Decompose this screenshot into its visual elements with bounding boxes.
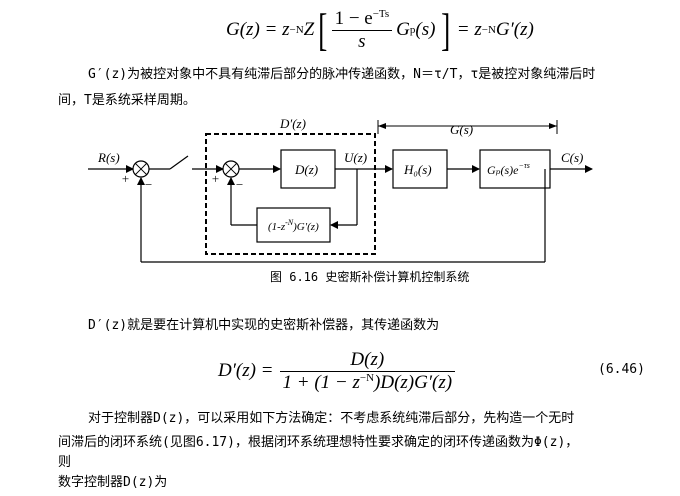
eq-top-lhs: G(z) <box>226 19 260 40</box>
label-plus-1: + <box>121 171 130 186</box>
paragraph-2: D′(z)就是要在计算机中实现的史密斯补偿器，其传递函数为 <box>88 318 440 333</box>
block-gp <box>479 149 551 189</box>
eq-top-rhs-end: = z <box>456 19 482 40</box>
eq-main-num: D(z) <box>350 348 385 370</box>
label-dz-outer: D′(z) <box>279 116 306 131</box>
paragraph-3-line-1: 对于控制器D(z)，可以采用如下方法确定：不考虑系统纯滞后部分，先构造一个无时 <box>88 411 575 426</box>
eq-top-fraction: 1 − e−Ts s <box>331 7 393 53</box>
block-diagram: D′(z) G(s) R(s) + − + − D(z) U(z) H₀(s) … <box>88 116 593 263</box>
label-uz: U(z) <box>344 150 367 165</box>
paragraph-1-line-2: 间，T是系统采样周期。 <box>58 93 196 108</box>
eq-top-gp-sub: p <box>409 24 416 36</box>
eq-top-gp: G <box>396 19 410 40</box>
eq-top-rhs-start: = z <box>264 19 290 40</box>
label-minus-2: − <box>235 177 244 192</box>
paragraph-3-line-4: 数字控制器D(z)为 <box>58 475 168 490</box>
label-minus-1: − <box>144 177 153 192</box>
block-h0-label: H₀(s) <box>403 162 432 177</box>
block-h0 <box>392 149 448 189</box>
block-feedback <box>256 207 331 243</box>
paragraph-3-line-3: 则 <box>58 455 72 470</box>
eq-main-den-b: )D(z)G′(z) <box>374 371 453 393</box>
eq-top-frac-num: 1 − e <box>334 7 373 29</box>
eq-main-fraction: D(z) 1 + (1 − z−N)D(z)G′(z) <box>279 348 456 394</box>
summing-junction-2 <box>222 160 240 178</box>
eq-main-den-a: 1 + (1 − z <box>282 371 360 393</box>
eq-top-frac-num-exp: −Ts <box>372 7 390 20</box>
eq-main-lhs: D′(z) = <box>218 360 274 381</box>
sampler-switch <box>169 155 189 170</box>
label-plus-2: + <box>211 171 220 186</box>
eq-top-gp-arg: (s) <box>415 19 436 40</box>
eq-main-den-exp: −N <box>359 371 375 384</box>
eq-top-bracket-left: [ <box>318 4 328 55</box>
eq-top-ztrans: Z <box>303 19 315 40</box>
block-dz-label: D(z) <box>294 162 318 177</box>
equation-number: (6.46) <box>598 362 645 377</box>
eq-top-exp2: −N <box>481 24 496 36</box>
paragraph-3-line-2: 间滞后的闭环系统(见图6.17)，根据闭环系统理想特性要求确定的闭环传递函数为Φ… <box>58 435 579 450</box>
label-rs: R(s) <box>97 150 120 165</box>
label-gs: G(s) <box>450 122 473 137</box>
equation-main: D′(z) = D(z) 1 + (1 − z−N)D(z)G′(z) <box>218 346 456 396</box>
eq-top-bracket-right: ] <box>441 4 451 55</box>
block-gp-label: Gₚ(s)e−τs <box>487 161 530 177</box>
summing-junction-1 <box>132 160 150 178</box>
block-feedback-label: (1-z-N)G′(z) <box>268 218 319 233</box>
figure-caption: 图 6.16 史密斯补偿计算机控制系统 <box>270 270 470 284</box>
eq-top-exp1: −N <box>289 24 304 36</box>
dz-dashed-frame <box>205 133 376 255</box>
paragraph-1-line-1: G′(z)为被控对象中不具有纯滞后部分的脉冲传递函数，N＝τ/T，τ是被控对象纯… <box>88 67 596 82</box>
label-cs: C(s) <box>561 150 583 165</box>
eq-top-gprime: G′(z) <box>495 19 534 40</box>
eq-top-frac-den: s <box>358 30 366 52</box>
